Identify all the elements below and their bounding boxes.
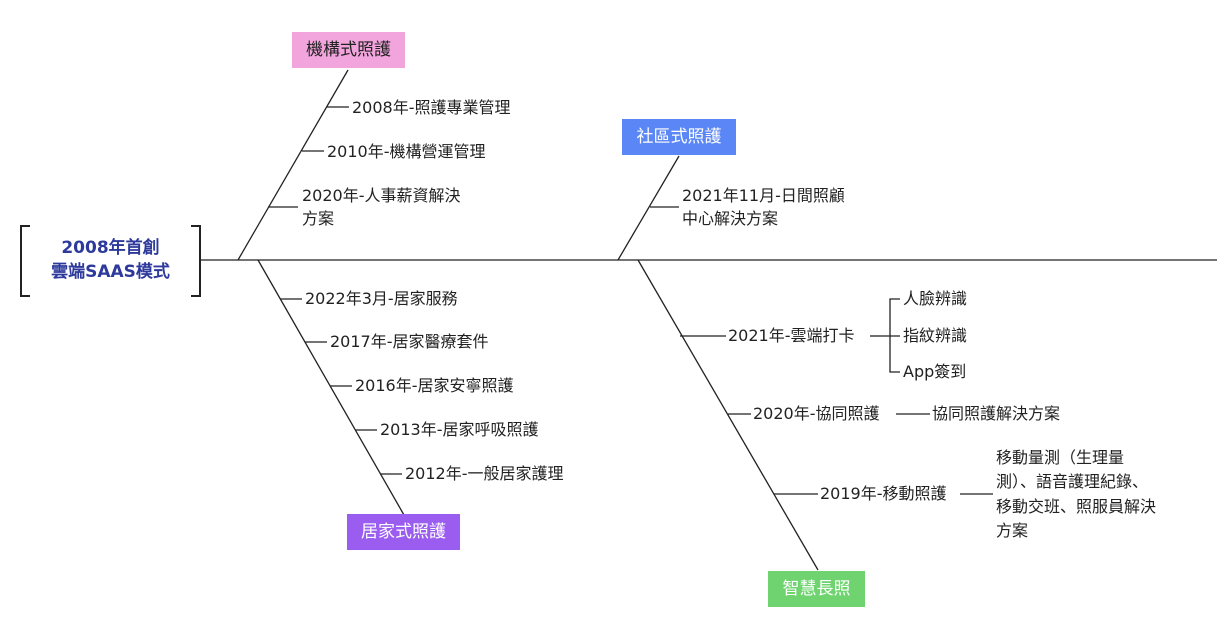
item-smart-2020-sub: 協同照護解決方案 [932,404,1061,423]
bone-institutional [237,69,349,261]
bone-community [617,155,680,261]
item-inst-2020-line2: 方案 [302,209,335,228]
item-home-2016: 2016年-居家安寧照護 [355,376,514,395]
category-home: 居家式照護 [347,514,460,550]
item-inst-2020-line1: 2020年-人事薪資解決 [302,186,461,205]
root-right-bracket [191,225,201,297]
item-smart-2021: 2021年-雲端打卡 [728,326,855,345]
item-smart-2020: 2020年-協同照護 [753,404,880,423]
bone-smart [637,259,819,571]
item-smart-2021-app: App簽到 [903,362,967,381]
item-comm-2021-line2: 中心解決方案 [682,209,779,228]
category-institutional: 機構式照護 [292,32,405,68]
item-inst-2008: 2008年-照護專業管理 [352,98,511,117]
item-smart-2019-sub-line4: 方案 [996,521,1029,540]
root-left-bracket [20,225,30,297]
item-comm-2021-line1: 2021年11月-日間照顧 [682,186,845,205]
item-smart-2019-sub-line1: 移動量測（生理量 [996,448,1125,467]
item-smart-2019-sub-line3: 移動交班、照服員解決 [996,497,1157,516]
item-home-2017: 2017年-居家醫療套件 [330,332,489,351]
category-smart: 智慧長照 [768,571,865,607]
root-label: 2008年首創 雲端SAAS模式 [51,238,170,282]
item-home-2022: 2022年3月-居家服務 [305,289,458,308]
root-node: 2008年首創 雲端SAAS模式 [20,225,201,297]
item-smart-2019: 2019年-移動照護 [820,484,947,503]
item-smart-2019-sub-line2: 測）、語音護理紀錄、 [996,472,1149,491]
item-home-2012: 2012年-一般居家護理 [405,464,564,483]
category-community: 社區式照護 [622,119,736,155]
item-home-2013: 2013年-居家呼吸照護 [380,420,539,439]
bone-home [257,259,405,516]
item-inst-2010: 2010年-機構營運管理 [327,142,486,161]
item-smart-2021-face: 人臉辨識 [903,289,968,308]
item-smart-2021-fingerprint: 指紋辨識 [903,326,968,345]
